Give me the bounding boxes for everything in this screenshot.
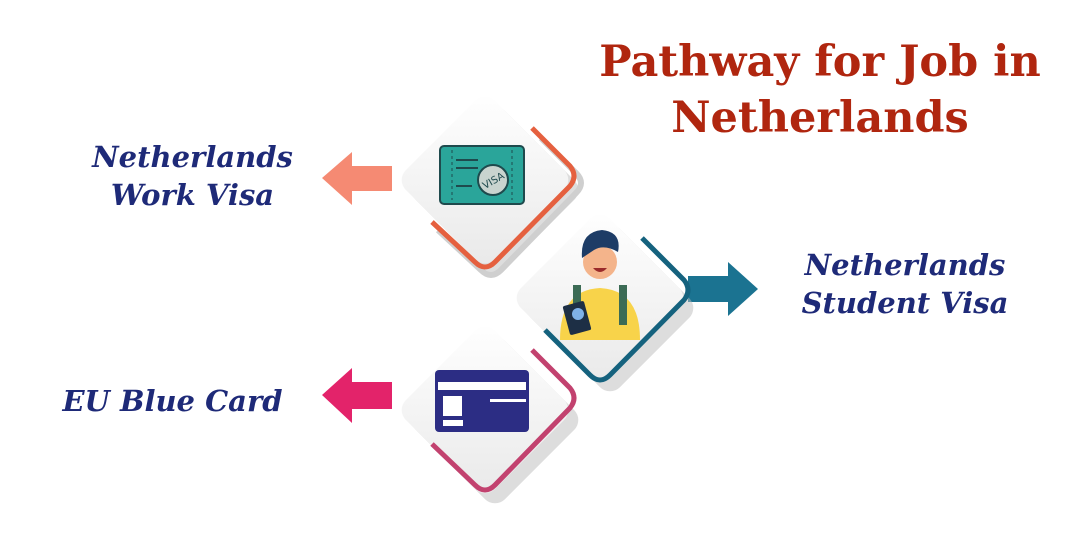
id-card-icon bbox=[435, 370, 529, 432]
label-work-visa-line-2: Work Visa bbox=[110, 178, 275, 212]
label-student-visa: Netherlands Student Visa bbox=[780, 246, 1030, 322]
title-line-1: Pathway for Job in bbox=[599, 37, 1041, 87]
label-student-visa-line-1: Netherlands bbox=[804, 248, 1006, 282]
label-work-visa-line-1: Netherlands bbox=[92, 140, 293, 174]
label-eu-blue-card-line-1: EU Blue Card bbox=[62, 384, 283, 418]
visa-stamp-icon: VISA bbox=[439, 145, 525, 205]
page-title: Pathway for Job in Netherlands bbox=[560, 34, 1080, 146]
tile-eu-blue-card bbox=[401, 326, 579, 504]
tile-student-visa bbox=[516, 214, 694, 392]
label-eu-blue-card: EU Blue Card bbox=[40, 382, 305, 420]
label-work-visa: Netherlands Work Visa bbox=[70, 138, 315, 214]
student-with-passport-icon bbox=[560, 230, 640, 340]
label-student-visa-line-2: Student Visa bbox=[801, 286, 1009, 320]
arrow-left-work-visa bbox=[322, 152, 392, 205]
arrow-right-student-visa bbox=[688, 262, 758, 316]
tile-work-visa: VISA bbox=[401, 96, 584, 278]
title-line-2: Netherlands bbox=[671, 93, 969, 143]
arrow-left-blue-card bbox=[322, 368, 392, 423]
